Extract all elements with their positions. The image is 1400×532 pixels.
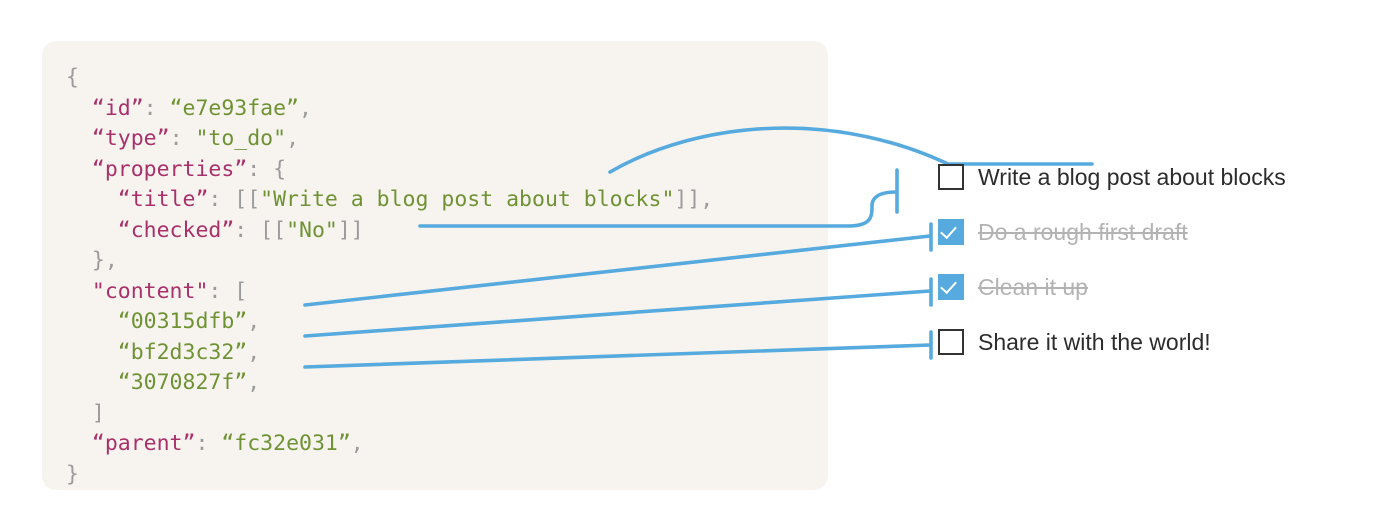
code-token: "Write a blog post about blocks" [260, 187, 675, 212]
code-token: : [169, 126, 196, 151]
code-token [66, 96, 92, 121]
code-token: : [[ [234, 217, 287, 243]
code-token [66, 218, 118, 243]
code-line: "content": [ [66, 277, 713, 308]
code-token: “properties” [91, 156, 248, 182]
code-token: “parent” [91, 431, 196, 456]
code-line: “bf2d3c32”, [66, 338, 713, 369]
todo-row[interactable]: Do a rough first draft [938, 215, 1188, 249]
code-line: “3070827f”, [66, 368, 713, 399]
todo-label[interactable]: Clean it up [978, 273, 1088, 300]
code-token: “checked” [117, 217, 235, 243]
code-token: “bf2d3c32” [117, 339, 248, 365]
checkbox-unchecked-icon[interactable] [938, 329, 964, 355]
code-token [66, 340, 118, 365]
code-line: ] [66, 399, 713, 430]
code-token: : { [247, 156, 287, 182]
todo-row[interactable]: Share it with the world! [938, 325, 1211, 359]
code-line: }, [66, 246, 713, 277]
code-line: “parent”: “fc32e031”, [66, 429, 713, 460]
code-line: } [66, 460, 713, 491]
code-token [66, 157, 92, 182]
code-token: “type” [91, 126, 170, 151]
code-token: , [247, 339, 261, 365]
code-token [66, 309, 118, 334]
code-token: ] [66, 400, 105, 426]
code-token: , [286, 126, 300, 151]
code-token: “id” [91, 95, 144, 121]
code-token: "to_do" [195, 126, 287, 151]
code-line: “title”: [["Write a blog post about bloc… [66, 185, 713, 216]
code-token: , [299, 95, 312, 121]
checkbox-checked-icon[interactable] [938, 219, 964, 245]
check-icon [940, 276, 957, 295]
code-line: “00315dfb”, [66, 307, 713, 338]
code-token: : [[ [208, 187, 261, 212]
code-token: { [66, 65, 79, 90]
code-line: { [66, 63, 713, 94]
json-code-panel: { “id”: “e7e93fae”, “type”: "to_do", “pr… [42, 41, 828, 490]
code-line: “id”: “e7e93fae”, [66, 94, 713, 125]
code-token: “title” [117, 187, 209, 212]
todo-label[interactable]: Do a rough first draft [978, 218, 1188, 245]
code-token: “fc32e031” [221, 431, 351, 456]
todo-row[interactable]: Clean it up [938, 270, 1088, 304]
code-token: : [ [208, 278, 248, 304]
code-line: “type”: "to_do", [66, 124, 713, 155]
code-token [66, 126, 92, 151]
code-token: , [350, 431, 364, 456]
code-token [66, 279, 92, 304]
code-token: “e7e93fae” [169, 95, 300, 121]
code-token: , [247, 370, 261, 395]
code-token: , [247, 309, 261, 334]
check-icon [940, 221, 957, 240]
code-token: : [195, 431, 222, 456]
code-token: } [66, 461, 79, 487]
code-token: “3070827f” [117, 370, 248, 395]
todo-label[interactable]: Share it with the world! [978, 328, 1211, 355]
code-token: ]] [337, 217, 364, 243]
code-token [66, 431, 92, 456]
checkbox-unchecked-icon[interactable] [938, 164, 964, 190]
code-token: "No" [286, 217, 338, 243]
code-line: “checked”: [["No"]] [66, 216, 713, 247]
code-token: "content" [91, 278, 209, 304]
code-line: “properties”: { [66, 155, 713, 186]
json-code-block: { “id”: “e7e93fae”, “type”: "to_do", “pr… [66, 63, 713, 490]
code-token: : [143, 95, 170, 121]
checkbox-checked-icon[interactable] [938, 274, 964, 300]
todo-label[interactable]: Write a blog post about blocks [978, 163, 1286, 190]
code-token: }, [66, 248, 118, 273]
code-token: “00315dfb” [117, 309, 248, 334]
code-token [66, 370, 118, 395]
todo-row[interactable]: Write a blog post about blocks [938, 160, 1286, 194]
code-token: ]], [674, 187, 714, 212]
code-token [66, 187, 118, 212]
